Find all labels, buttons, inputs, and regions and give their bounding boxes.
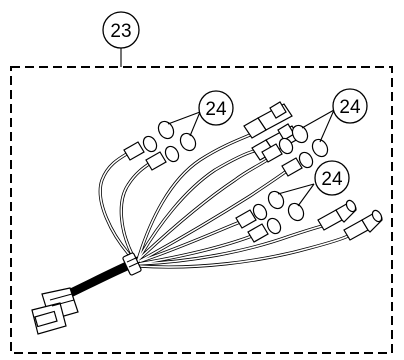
harness-wires — [56, 133, 350, 304]
bullet-connector-2 — [145, 132, 197, 171]
callout-24-upper-right: 24 — [301, 88, 368, 143]
bullet-connector-5 — [235, 190, 285, 229]
callout-23-circle — [102, 11, 140, 49]
callout-24-label: 24 — [321, 169, 343, 190]
blade-connector-upper — [243, 101, 293, 139]
wire-1 — [98, 150, 138, 264]
sleeve-connector-2 — [343, 209, 383, 241]
sleeve-connector-1 — [317, 199, 357, 231]
callout-24-label: 24 — [205, 99, 227, 120]
bullet-connector-1 — [123, 120, 175, 161]
callout-24-upper-left: 24 — [167, 90, 234, 137]
bullet-connector-6 — [247, 202, 305, 243]
callout-24-label: 24 — [339, 97, 361, 118]
multi-pin-connector — [31, 287, 79, 335]
callout-23: 23 — [102, 11, 140, 67]
bullet-connector-3 — [261, 124, 309, 163]
callout-24-middle-right: 24 — [277, 160, 350, 207]
cable-tie — [122, 252, 142, 276]
assembly-boundary — [10, 66, 393, 354]
callout-23-label: 23 — [110, 21, 131, 42]
bullet-connector-4 — [281, 138, 329, 177]
